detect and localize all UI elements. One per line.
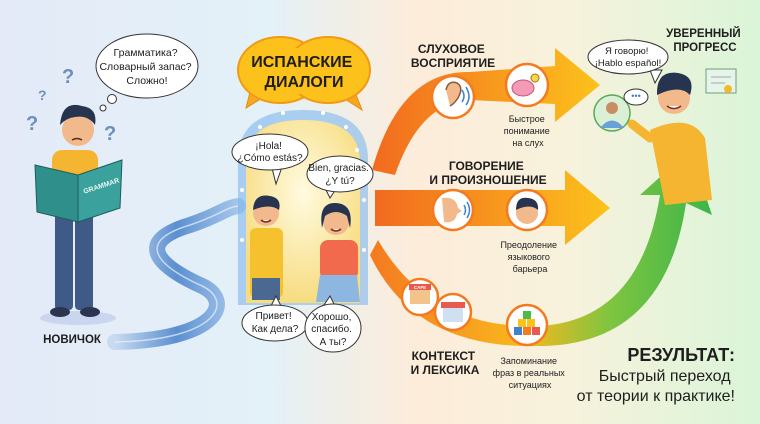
- progress-title: УВЕРЕННЫЙ ПРОГРЕСС: [666, 27, 744, 54]
- result-text: Быстрый переход от теории к практике!: [577, 368, 735, 405]
- grammar-book: [34, 164, 79, 223]
- beginner-figure: GRAMMAR: [34, 104, 123, 325]
- cafe-sign: CAFE: [414, 285, 426, 290]
- arrow-middle: [375, 170, 610, 245]
- thought-line: Словарный запас?: [99, 61, 191, 73]
- question-marks: ? ? ? ?: [26, 66, 116, 145]
- certificate-icon: [705, 68, 737, 94]
- thought-line: Сложно!: [126, 75, 167, 87]
- svg-text:¡Hola! ¿Cómo estás?: ¡Hola! ¿Cómo estás?: [237, 141, 302, 164]
- question-mark-icon: ?: [104, 123, 116, 145]
- shop-icon: [433, 292, 473, 332]
- thought-bubble: Грамматика? Словарный запас? Сложно!: [95, 33, 199, 112]
- stream-result-context: Запоминание фраз в реальных ситуациях: [493, 356, 568, 390]
- stream-result-speaking: Преодоление языкового барьера: [500, 240, 559, 274]
- cafe-icon: CAFE: [400, 277, 440, 317]
- speech-bubble-bien: Bien, gracias. ¿Y tú?: [306, 155, 374, 199]
- brain-lightbulb-icon: [504, 62, 550, 108]
- ellipsis-bubble: •••: [623, 88, 649, 106]
- thought-line: Грамматика?: [114, 47, 178, 59]
- ear-icon: [430, 74, 476, 120]
- svg-text:Грамматика? Словарный за: Грамматика? Словарный запас? Сложно!: [99, 47, 194, 87]
- speaking-face-icon: [431, 188, 475, 232]
- dialogs-title-line: ДИАЛОГИ: [265, 74, 344, 91]
- blocks-icon: [505, 303, 549, 347]
- result-heading: РЕЗУЛЬТАТ:: [627, 345, 735, 365]
- svg-text:Bien, gracias. ¿Y tú?: Bien, gracias. ¿Y tú?: [308, 163, 371, 187]
- speech-bubble-khorosho: Хорошо, спасибо. А ты?: [304, 295, 362, 353]
- dialogs-title-line: ИСПАНСКИЕ: [251, 54, 352, 71]
- friend-avatar: [593, 94, 631, 132]
- svg-text:•••: •••: [631, 91, 640, 101]
- speech-bubble-hablo: Я говорю! ¡Hablo español!: [587, 39, 669, 85]
- svg-text:Привет! Как дела?: Привет! Как дела?: [252, 311, 299, 335]
- question-mark-icon: ?: [26, 113, 38, 135]
- speech-bubble-privet: Привет! Как дела?: [241, 294, 309, 342]
- stream-result-listening: Быстрое понимание на слух: [504, 114, 553, 148]
- svg-text:ИСПАНСКИЕ ДИАЛОГИ: ИСПАНСКИЕ ДИАЛОГИ: [251, 54, 357, 91]
- svg-text:Хорошо, спасибо. А: Хорошо, спасибо. А ты?: [311, 312, 354, 348]
- question-mark-icon: ?: [62, 66, 74, 88]
- question-mark-icon: ?: [38, 87, 47, 103]
- stream-title-listening: СЛУХОВОЕ ВОСПРИЯТИЕ: [411, 42, 495, 70]
- dialogs-title-bubble: ИСПАНСКИЕ ДИАЛОГИ: [237, 36, 371, 112]
- speech-bubble-hola: ¡Hola! ¿Cómo estás?: [231, 133, 309, 186]
- stream-title-speaking: ГОВОРЕНИЕ И ПРОИЗНОШЕНИЕ: [429, 159, 546, 187]
- arrow-bottom-green: [370, 150, 712, 347]
- beginner-label: НОВИЧОК: [43, 334, 102, 346]
- confident-face-icon: [505, 188, 549, 232]
- confident-man: [627, 72, 712, 205]
- stream-title-context: КОНТЕКСТ И ЛЕКСИКА: [411, 349, 480, 377]
- svg-text:Я говорю! ¡Hablo español: Я говорю! ¡Hablo español!: [595, 46, 662, 69]
